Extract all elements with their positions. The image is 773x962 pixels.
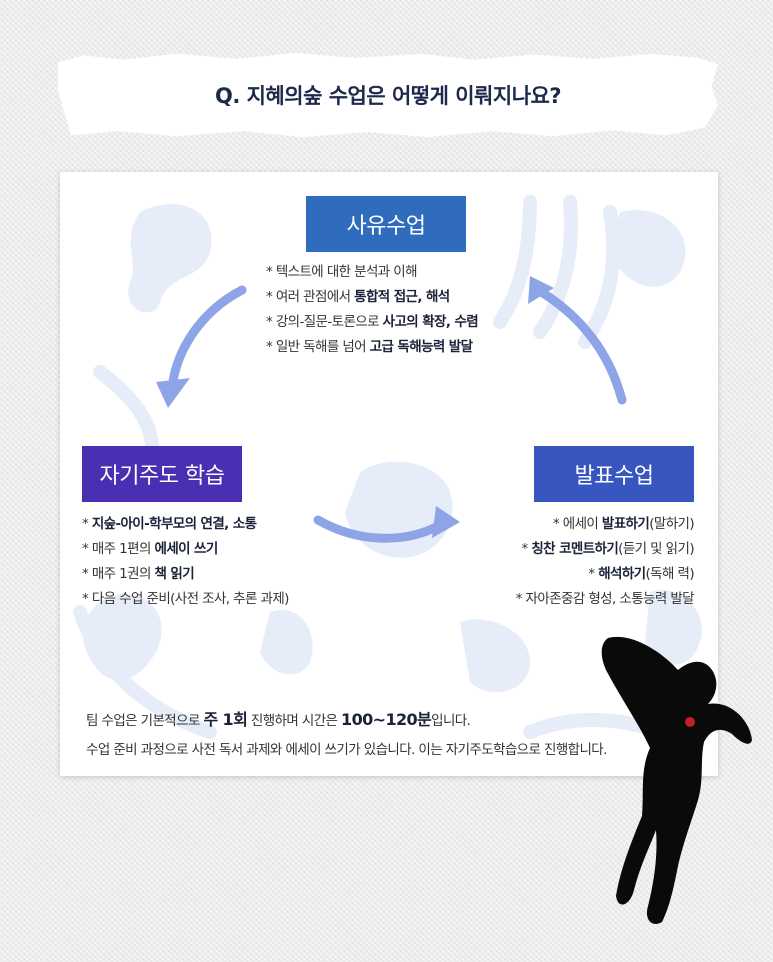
list-item: * 강의-질문-토론으로 사고의 확장, 수렴 <box>266 314 479 330</box>
sayu-class-label: 사유수업 <box>346 214 426 239</box>
title-banner <box>58 52 718 138</box>
list-item: * 일반 독해를 넘어 고급 독해능력 발달 <box>266 339 473 355</box>
list-item: * 매주 1권의 책 읽기 <box>82 566 195 582</box>
sayu-bullets: * 텍스트에 대한 분석과 이해 * 여러 관점에서 통합적 접근, 해석 * … <box>266 260 479 360</box>
self-study-bullets: * 지숲-아이-학부모의 연결, 소통 * 매주 1편의 에세이 쓰기 * 매주… <box>82 512 289 612</box>
dancing-figure-illustration <box>601 636 752 925</box>
self-study-box: 자기주도 학습 <box>82 446 242 502</box>
watermark-decoration <box>73 195 702 754</box>
presentation-class-label: 발표수업 <box>574 464 654 489</box>
self-study-label: 자기주도 학습 <box>99 464 225 489</box>
content-card: 사유수업 * 텍스트에 대한 분석과 이해 * 여러 관점에서 통합적 접근, … <box>60 172 718 776</box>
list-item: * 해석하기(독해 력) <box>588 566 694 582</box>
list-item: * 텍스트에 대한 분석과 이해 <box>266 264 418 280</box>
list-item: * 여러 관점에서 통합적 접근, 해석 <box>266 289 450 305</box>
list-item: * 다음 수업 준비(사전 조사, 추론 과제) <box>82 591 289 607</box>
presentation-class-box: 발표수업 <box>534 446 694 502</box>
list-item: * 자아존중감 형성, 소통능력 발달 <box>515 591 695 607</box>
presentation-bullets: * 에세이 발표하기(말하기) * 칭찬 코멘트하기(듣기 및 읽기) * 해석… <box>515 512 695 612</box>
footer-line-1: 팀 수업은 기본적으로 주 1회 진행하며 시간은 100~120분입니다. <box>86 710 471 729</box>
list-item: * 에세이 발표하기(말하기) <box>552 516 695 532</box>
list-item: * 매주 1편의 에세이 쓰기 <box>82 541 218 557</box>
list-item: * 칭찬 코멘트하기(듣기 및 읽기) <box>521 541 694 557</box>
footer-line-2: 수업 준비 과정으로 사전 독서 과제와 에세이 쓰기가 있습니다. 이는 자기… <box>86 742 607 758</box>
page-title: Q. 지혜의숲 수업은 어떻게 이뤄지나요? <box>214 84 562 108</box>
list-item: * 지숲-아이-학부모의 연결, 소통 <box>82 516 257 532</box>
sayu-class-box: 사유수업 <box>306 196 466 252</box>
